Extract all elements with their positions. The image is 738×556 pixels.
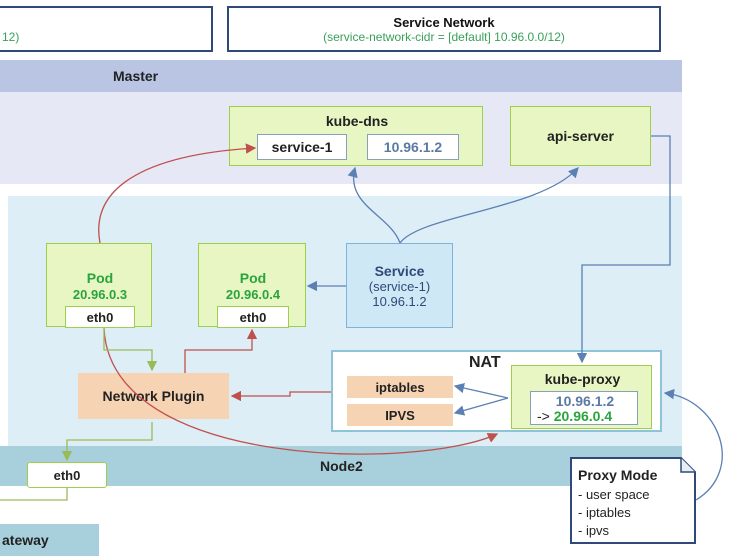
pod-1: Pod 20.96.0.3 eth0 [46,243,152,328]
service-to-dns-arrow [347,166,401,244]
kube-proxy-to-ip: 20.96.0.4 [553,408,613,424]
pod1-to-nat-arrow [103,327,499,455]
node-eth0-to-gateway-link [0,488,68,501]
pod-1-ip: 20.96.0.3 [72,287,128,302]
nat-box: NAT iptables IPVS kube-proxy 10.96.1.2 -… [331,350,662,432]
service-box: Service (service-1) 10.96.1.2 [346,243,453,328]
node-label: Node2 [320,458,363,474]
kube-proxy-from-ip: 10.96.1.2 [555,393,615,409]
proxy-mode-item-1: - user space [578,487,650,502]
pod-2-title: Pod [239,270,267,286]
service-to-api-arrow [399,167,579,244]
kube-proxy-box: kube-proxy 10.96.1.2 -> 20.96.0.4 [511,365,652,429]
kube-proxy-mapping: 10.96.1.2 -> 20.96.0.4 [530,391,638,425]
kube-proxy-to-line: -> 20.96.0.4 [537,408,612,424]
service-title: Service [374,262,425,279]
left-network-subtitle: 12) [2,30,20,44]
proxy-mode-title: Proxy Mode [578,467,658,483]
nat-to-plugin-arrow [230,390,331,402]
proxy-mode-callout: Proxy Mode - user space - iptables - ipv… [570,457,696,544]
node-eth0: eth0 [27,462,107,488]
proxy-mode-to-kube-proxy-arrow [663,389,723,501]
master-label: Master [113,68,159,84]
pod-2-eth0: eth0 [217,306,289,328]
pod1-to-dns-arrow [98,143,257,244]
service-ip: 10.96.1.2 [372,293,427,309]
api-server-box: api-server [510,106,651,166]
pod-2-ip: 20.96.0.4 [225,287,281,302]
kube-dns-title: kube-dns [325,113,389,129]
node-band: Node2 [0,446,682,486]
gateway-box: ateway [0,524,99,556]
service-network-subtitle: (service-network-cidr = [default] 10.96.… [323,29,565,44]
gateway-label: ateway [2,532,49,548]
plugin-to-node-eth0-link [61,422,153,462]
kube-dns-service-ip: 10.96.1.2 [367,134,459,160]
pod-2: Pod 20.96.0.4 eth0 [198,243,306,328]
iptables-box: iptables [347,376,453,398]
proxy-mode-shape [570,457,696,544]
nat-label: NAT [469,354,501,371]
pod-1-eth0: eth0 [65,306,135,328]
kube-proxy-to-ipvs-arrow [453,397,509,416]
service-network-box: Service Network (service-network-cidr = … [227,6,661,52]
kube-dns-service-name: service-1 [257,134,347,160]
proxy-mode-item-3: - ipvs [578,523,610,538]
plugin-to-pod2-arrow [184,328,258,373]
left-network-box: 12) [0,6,213,52]
network-plugin-box: Network Plugin [78,373,229,419]
api-to-kube-proxy-arrow [576,135,671,364]
service-network-title: Service Network [393,14,495,30]
pod1-to-plugin-link [103,328,158,372]
kube-dns-box: kube-dns service-1 10.96.1.2 [229,106,483,166]
kube-proxy-title: kube-proxy [544,371,621,387]
master-band: Master [0,60,682,92]
pod-1-title: Pod [86,270,114,286]
kube-proxy-to-iptables-arrow [453,382,509,399]
proxy-mode-item-2: - iptables [578,505,631,520]
ipvs-box: IPVS [347,404,453,426]
service-name: (service-1) [368,278,431,294]
kube-proxy-arrow: -> [537,408,550,424]
